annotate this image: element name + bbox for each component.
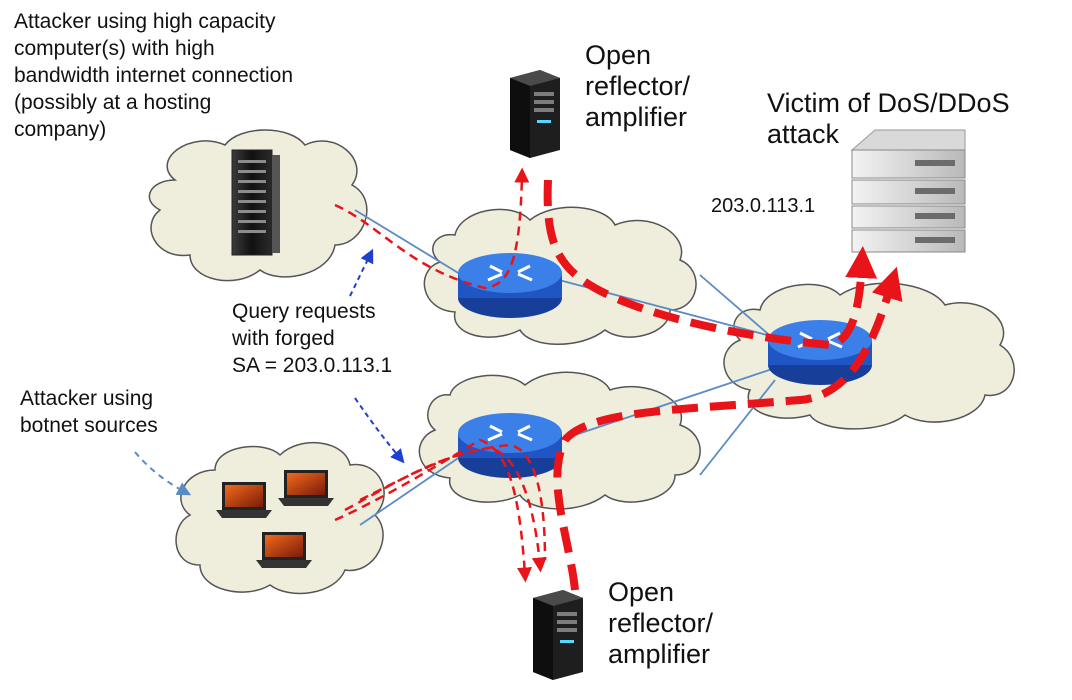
query-requests-label: Query requests with forged SA = 203.0.11…	[232, 300, 393, 377]
amplified-response-paths	[543, 179, 903, 591]
reflector-top-label: Open reflector/ amplifier	[585, 40, 691, 132]
laptop-icon	[256, 532, 312, 568]
victim-label: Victim of DoS/DDoS attack	[767, 88, 1010, 149]
reflector-bottom-label: Open reflector/ amplifier	[608, 577, 714, 669]
rack-server-icon	[850, 129, 966, 253]
attacker-high-capacity-label: Attacker using high capacity computer(s)…	[14, 10, 294, 141]
laptop-icon	[216, 482, 272, 518]
annotation-arrows	[134, 248, 405, 496]
tower-server-icon	[533, 590, 583, 680]
cloud-botnet	[175, 441, 385, 595]
tower-server-icon	[510, 70, 560, 158]
victim-ip-label: 203.0.113.1	[711, 195, 816, 217]
laptop-icon	[278, 470, 334, 506]
forged-query-paths	[334, 167, 547, 583]
router-icon	[768, 320, 872, 385]
network-links	[354, 209, 806, 526]
router-icon	[458, 413, 562, 478]
server-rack-icon	[231, 149, 280, 256]
attacker-botnet-label: Attacker using botnet sources	[20, 387, 158, 437]
router-icon	[458, 253, 562, 318]
